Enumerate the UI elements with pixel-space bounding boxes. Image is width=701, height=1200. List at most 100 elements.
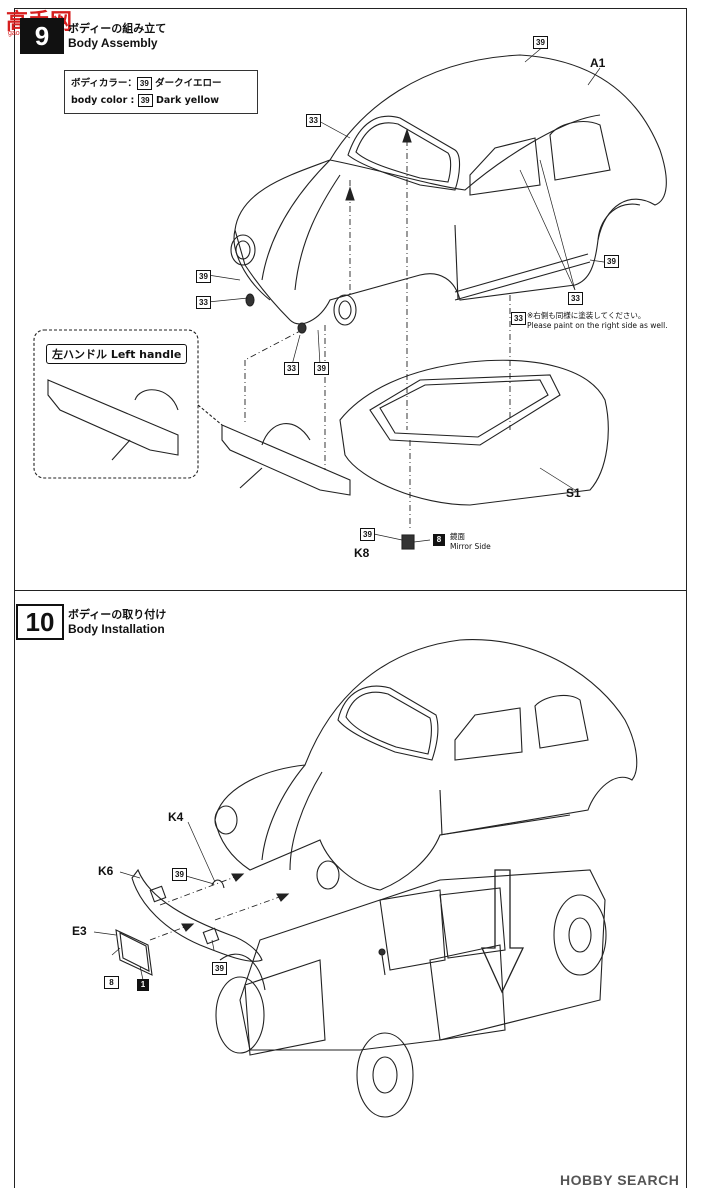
code-badge-k4: 39 (172, 868, 187, 881)
color-code-39: 39 (136, 77, 152, 90)
inset-wheel (134, 389, 179, 411)
hood-10-2 (289, 771, 323, 871)
dashboard (221, 424, 351, 496)
code-badge-window: 33 (568, 292, 583, 305)
body-color-en: body color : 39 Dark yellow (71, 94, 220, 107)
hood (261, 159, 331, 281)
gear-knob (378, 948, 386, 956)
code-badge-bumper: 39 (212, 962, 227, 975)
arrow-k4 (231, 873, 245, 882)
door-line-10 (439, 789, 443, 836)
wheel-front-right-hub (372, 1056, 398, 1094)
body-shell-outline (234, 54, 667, 325)
code-badge-lamp: 39 (196, 270, 211, 283)
part-label-k8: K8 (354, 546, 370, 560)
section-divider (14, 590, 686, 591)
step-10-title-jp: ボディーの取り付け (68, 608, 167, 621)
door-window (469, 137, 541, 196)
step-9-number: 9 (20, 18, 64, 54)
code-badge-rail: 39 (604, 255, 619, 268)
body-color-note: ボディカラー：39 ダークイエロー body color : 39 Dark y… (64, 70, 258, 114)
step-10-title-en: Body Installation (68, 622, 165, 636)
gear-lever (381, 954, 386, 976)
turn-lamp (245, 293, 255, 307)
color-code-39: 39 (137, 94, 153, 107)
code-badge-note: 33 (511, 312, 526, 325)
wheel-rear-right (553, 894, 607, 976)
step-9-title-jp: ボディーの組み立て (68, 22, 167, 35)
headlight-inner (235, 240, 251, 260)
fender-front-10 (219, 953, 266, 991)
bumper-bracket-left (149, 885, 167, 903)
side-rail-10 (439, 814, 571, 836)
arrow-bumper (276, 893, 290, 902)
arrow-up-1 (402, 128, 412, 143)
headlight (230, 234, 256, 266)
chassis-floor (239, 869, 606, 1051)
wheel-front-left (215, 976, 265, 1054)
code-badge-plate-solid: 1 (137, 979, 149, 991)
top-border (14, 8, 686, 9)
arrow-plate (181, 923, 195, 932)
part-label-k6: K6 (98, 864, 114, 878)
tub-opening (369, 374, 561, 446)
code-badge-turn: 33 (284, 362, 299, 375)
hood-10 (261, 764, 306, 861)
hood-2 (294, 174, 341, 291)
windshield (347, 115, 461, 191)
code-badge-windshield: 33 (306, 114, 321, 127)
left-border (14, 8, 15, 1188)
wheel-arch-rear (597, 203, 641, 241)
rear-window-10 (534, 694, 589, 749)
body-upper (214, 639, 638, 891)
door-window-10 (454, 707, 523, 761)
down-arrow (480, 869, 525, 994)
bumper-bracket-right (202, 927, 220, 945)
door-line (454, 224, 459, 301)
part-label-k4: K4 (168, 810, 184, 824)
windshield-10 (337, 685, 439, 761)
body-color-jp: ボディカラー：39 ダークイエロー (71, 77, 222, 90)
hobby-search-logo: HOBBY SEARCH (560, 1172, 680, 1188)
steering-column (239, 467, 263, 489)
headlight-10-right (316, 860, 340, 890)
headlight-right-inner (338, 300, 352, 320)
dash-front (244, 959, 326, 1056)
headlight-10 (214, 805, 238, 835)
right-border (686, 8, 687, 1188)
code-badge-turn-2: 39 (314, 362, 329, 375)
part-label-s1: S1 (566, 486, 581, 500)
door-open (429, 944, 506, 1041)
step-10-number: 10 (16, 604, 64, 640)
license-plate-e3 (115, 929, 153, 976)
wheel-front-right (356, 1032, 414, 1118)
side-rail-2 (454, 253, 589, 293)
headlight-right (333, 294, 357, 326)
windshield-10-inner (345, 691, 433, 755)
windshield-inner (355, 122, 452, 183)
interior-tub (339, 359, 609, 506)
code-badge-roof: 39 (533, 36, 548, 49)
code-badge-lamp-2: 33 (196, 296, 211, 309)
part-label-e3: E3 (72, 924, 87, 938)
front-bumper (131, 868, 263, 962)
paint-note: ※右側も同様に塗装してください。 Please paint on the rig… (527, 311, 668, 330)
tub-inner (379, 379, 549, 438)
left-handle-tag: 左ハンドル Left handle (46, 344, 188, 364)
seats-2 (439, 887, 506, 959)
inset-connector (197, 404, 223, 426)
mirror-note: 鏡面 Mirror Side (450, 532, 491, 551)
step-9-title-en: Body Assembly (68, 36, 158, 50)
inset-column (111, 439, 131, 461)
code-badge-plate: 8 (104, 976, 119, 989)
arrow-up-2 (345, 186, 355, 201)
code-badge-k8: 39 (360, 528, 375, 541)
inset-dashboard (47, 379, 179, 456)
part-label-a1: A1 (590, 56, 606, 70)
wheel-rear-right-hub (568, 917, 592, 953)
license-plate-e3-inner (119, 932, 150, 972)
handle-inset-frame (33, 329, 199, 479)
side-rail (454, 261, 591, 301)
